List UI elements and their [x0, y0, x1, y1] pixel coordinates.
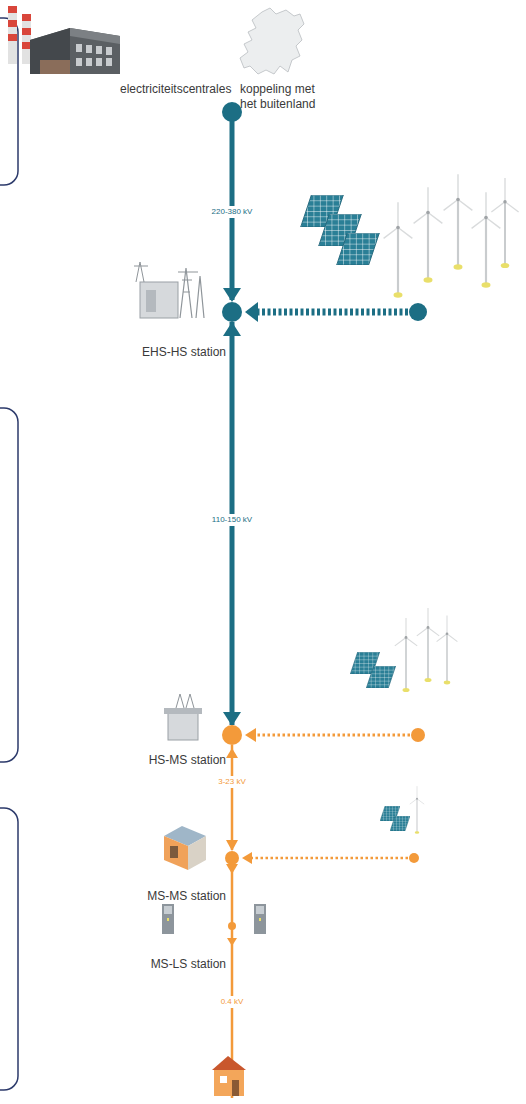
voltage-label: 110-150 kV [210, 514, 254, 526]
voltage-label: 220-380 kV [210, 206, 255, 218]
station-label: MS-LS station [151, 957, 226, 972]
station-label: EHS-HS station [142, 345, 226, 360]
substation-icon [134, 262, 204, 318]
source-label: koppeling met het buitenland [240, 82, 332, 112]
substation-icon [164, 826, 206, 870]
europe-map-icon [240, 8, 304, 74]
voltage-label: 3-23 kV [216, 776, 248, 788]
station-label: HS-MS station [149, 753, 226, 768]
renewable-feed-in [245, 174, 519, 322]
power-plant-icon [8, 6, 120, 74]
distribution-cabinet [162, 904, 266, 934]
voltage-label: 0.4 kV [219, 996, 246, 1008]
renewable-feed-in [242, 786, 424, 864]
side-panel [0, 808, 18, 1090]
side-panel [0, 408, 18, 762]
side-panel [0, 18, 18, 1090]
source-label: electriciteitscentrales [120, 82, 231, 97]
renewable-feed-in [245, 608, 457, 742]
station-label: MS-MS station [147, 889, 226, 904]
hv-line [222, 102, 242, 726]
substation-icon [164, 694, 202, 740]
house-icon [212, 1056, 246, 1096]
